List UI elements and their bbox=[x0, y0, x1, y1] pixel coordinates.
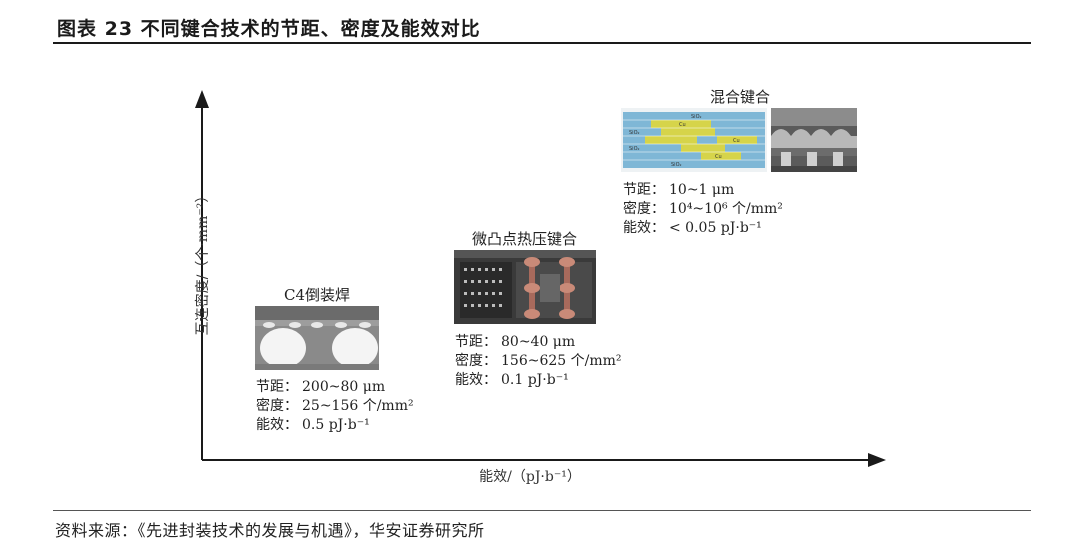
microbump-pitch-row: 节距：80~40 μm bbox=[455, 333, 622, 352]
microbump-pitch-value: 80~40 μm bbox=[501, 334, 576, 350]
hybrid-layer-label-6: Cu bbox=[715, 154, 722, 160]
figure-title: 图表 23 不同键合技术的节距、密度及能效对比 bbox=[57, 18, 481, 40]
hybrid-density-row: 密度：10⁴~10⁶ 个/mm² bbox=[623, 200, 783, 219]
hybrid-layer-label-5: SiO₂ bbox=[629, 146, 640, 152]
hybrid-layer-label-2: Cu bbox=[679, 122, 686, 128]
hybrid-layer-label-7: SiO₂ bbox=[671, 162, 682, 168]
c4-efficiency-row: 能效：0.5 pJ·b⁻¹ bbox=[256, 416, 414, 435]
c4-density-value: 25~156 个/mm² bbox=[302, 398, 414, 414]
hybrid-efficiency-row: 能效：< 0.05 pJ·b⁻¹ bbox=[623, 219, 783, 238]
hybrid-efficiency-value: < 0.05 pJ·b⁻¹ bbox=[669, 220, 762, 236]
c4-micrograph bbox=[255, 306, 379, 370]
source-text: 资料来源：《先进封装技术的发展与机遇》，华安证券研究所 bbox=[55, 521, 485, 540]
c4-pitch-row: 节距：200~80 μm bbox=[256, 378, 414, 397]
figure-header: 图表 23 不同键合技术的节距、密度及能效对比 bbox=[53, 10, 1031, 44]
c4-efficiency-value: 0.5 pJ·b⁻¹ bbox=[302, 417, 370, 433]
microbump-density-label: 密度： bbox=[455, 353, 497, 369]
y-axis-label: 互连密度/（个·mm⁻²） bbox=[195, 188, 211, 336]
microbump-efficiency-value: 0.1 pJ·b⁻¹ bbox=[501, 372, 569, 388]
hybrid-layer-label-4: Cu bbox=[733, 138, 740, 144]
y-axis-arrow bbox=[195, 90, 209, 108]
source-footer: 资料来源：《先进封装技术的发展与机遇》，华安证券研究所 bbox=[53, 510, 1031, 544]
microbump-density-value: 156~625 个/mm² bbox=[501, 353, 622, 369]
microbump-title: 微凸点热压键合 bbox=[472, 230, 578, 248]
hybrid-efficiency-label: 能效： bbox=[623, 220, 665, 236]
microbump-pitch-label: 节距： bbox=[455, 334, 497, 350]
hybrid-density-value: 10⁴~10⁶ 个/mm² bbox=[669, 201, 783, 217]
x-axis-label: 能效/（pJ·b⁻¹） bbox=[479, 469, 581, 485]
hybrid-layer-label-1: SiO₂ bbox=[691, 114, 702, 120]
hybrid-pitch-row: 节距：10~1 μm bbox=[623, 181, 783, 200]
hybrid-pitch-label: 节距： bbox=[623, 182, 665, 198]
c4-pitch-label: 节距： bbox=[256, 379, 298, 395]
x-axis-arrow bbox=[868, 453, 886, 467]
c4-title: C4倒装焊 bbox=[284, 286, 351, 304]
c4-density-row: 密度：25~156 个/mm² bbox=[256, 397, 414, 416]
hybrid-pitch-value: 10~1 μm bbox=[669, 182, 735, 198]
microbump-efficiency-label: 能效： bbox=[455, 372, 497, 388]
microbump-density-row: 密度：156~625 个/mm² bbox=[455, 352, 622, 371]
hybrid-density-label: 密度： bbox=[623, 201, 665, 217]
c4-pitch-value: 200~80 μm bbox=[302, 379, 386, 395]
hybrid-layer-label-3: SiO₂ bbox=[629, 130, 640, 136]
hybrid-layer-diagram: SiO₂ Cu SiO₂ Cu SiO₂ Cu SiO₂ bbox=[621, 108, 767, 172]
microbump-micrograph bbox=[454, 250, 596, 324]
hybrid-sem-image bbox=[771, 108, 857, 172]
c4-density-label: 密度： bbox=[256, 398, 298, 414]
hybrid-title: 混合键合 bbox=[710, 88, 771, 106]
microbump-efficiency-row: 能效：0.1 pJ·b⁻¹ bbox=[455, 371, 622, 390]
c4-specs: 节距：200~80 μm 密度：25~156 个/mm² 能效：0.5 pJ·b… bbox=[256, 378, 414, 435]
c4-efficiency-label: 能效： bbox=[256, 417, 298, 433]
hybrid-specs: 节距：10~1 μm 密度：10⁴~10⁶ 个/mm² 能效：< 0.05 pJ… bbox=[623, 181, 783, 238]
microbump-specs: 节距：80~40 μm 密度：156~625 个/mm² 能效：0.1 pJ·b… bbox=[455, 333, 622, 390]
